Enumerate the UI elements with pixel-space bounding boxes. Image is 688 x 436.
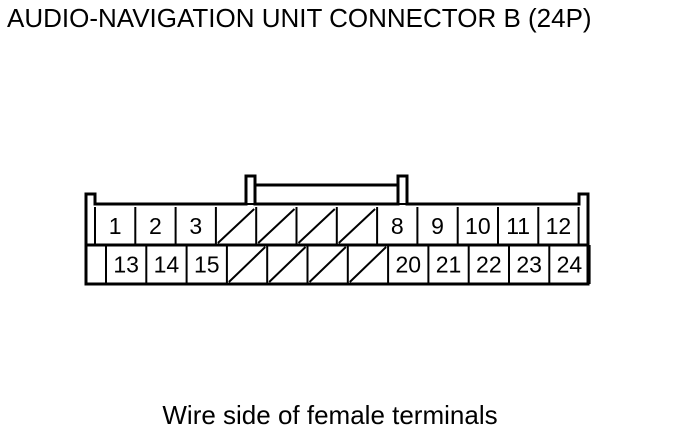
terminal-cavity: 1 [94, 207, 122, 245]
bottom-row-cavities: 13 14 15 20 21 22 23 24 [105, 245, 591, 284]
pin-number: 11 [506, 213, 530, 239]
unused-cavity-slash [349, 246, 387, 283]
pin-number: 9 [431, 213, 444, 239]
empty-cavity [214, 207, 255, 245]
pin-number: 20 [395, 252, 421, 278]
unused-cavity-slash [308, 246, 347, 283]
unused-cavity-slash [257, 208, 296, 244]
terminal-cavity: 14 [145, 245, 180, 284]
terminal-cavity: 23 [508, 245, 542, 284]
terminal-cavity: 15 [185, 245, 220, 284]
terminal-cavity: 12 [537, 207, 572, 245]
pin-number: 24 [557, 252, 583, 278]
pin-number: 21 [436, 252, 462, 278]
caption: Wire side of female terminals [162, 400, 498, 430]
unused-cavity-slash [297, 208, 336, 244]
pin-number: 23 [516, 252, 542, 278]
pin-number: 22 [476, 252, 502, 278]
empty-cavity [346, 245, 387, 284]
terminal-cavity: 11 [497, 207, 530, 245]
terminal-cavity: 8 [376, 207, 404, 245]
pin-number: 15 [194, 252, 220, 278]
unused-cavity-slash [338, 208, 376, 244]
pin-number: 10 [465, 213, 491, 239]
terminal-cavity: 3 [174, 207, 202, 245]
empty-cavity [255, 207, 296, 245]
empty-cavity [306, 245, 347, 284]
pin-number: 12 [546, 213, 572, 239]
empty-cavity [335, 207, 376, 245]
terminal-cavity: 24 [548, 245, 583, 284]
empty-cavity [225, 245, 266, 284]
pin-number: 8 [391, 213, 404, 239]
terminal-cavity: 22 [467, 245, 502, 284]
pin-number: 2 [149, 213, 162, 239]
terminal-cavity: 13 [105, 245, 139, 284]
pin-number: 1 [109, 213, 122, 239]
empty-cavity [295, 207, 336, 245]
terminal-cavity: 10 [456, 207, 491, 245]
unused-cavity-slash [268, 246, 307, 283]
diagram-title: AUDIO-NAVIGATION UNIT CONNECTOR B (24P) [7, 3, 592, 33]
terminal-cavity: 2 [134, 207, 162, 245]
terminal-cavity: 21 [427, 245, 462, 284]
unused-cavity-slash [228, 246, 266, 283]
unused-cavity-slash [217, 208, 255, 244]
terminal-cavity: 20 [387, 245, 421, 284]
pin-number: 3 [189, 213, 202, 239]
pin-number: 14 [154, 252, 180, 278]
empty-cavity [266, 245, 307, 284]
pin-number: 13 [113, 252, 139, 278]
terminal-cavity: 9 [416, 207, 444, 245]
